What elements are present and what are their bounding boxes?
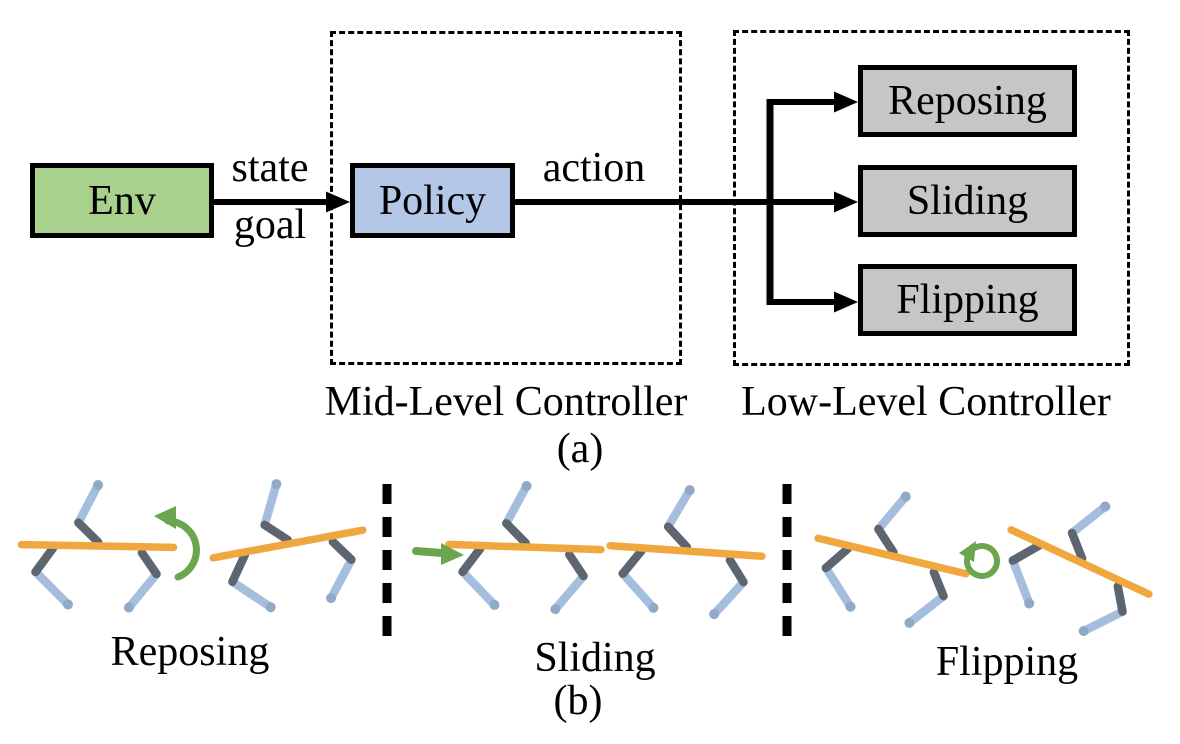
reposing-label: Reposing: [110, 629, 270, 675]
policy-to-skills-arrows: [515, 91, 858, 313]
policy-box: Policy: [350, 163, 515, 238]
mid-level-controller-label: Mid-Level Controller: [324, 379, 688, 425]
reposing-illustration: [20, 465, 374, 622]
flip-ccw-circular-arrow-icon: [959, 541, 1000, 579]
low-level-controller-group-box: [733, 30, 1130, 366]
gripper-figure: [983, 470, 1177, 654]
gripper-figure: [201, 465, 375, 622]
slide-right-straight-arrow-icon: [412, 543, 464, 565]
rotate-ccw-curved-arrow-icon: [154, 506, 200, 581]
skill-box-sliding: Sliding: [858, 165, 1077, 237]
flipping-illustration: [803, 470, 1177, 654]
panel-a-caption: (a): [556, 426, 604, 472]
sliding-illustration: [412, 478, 767, 622]
gripper-figure: [20, 479, 174, 614]
skill-box-reposing: Reposing: [858, 65, 1077, 137]
sliding-label: Sliding: [534, 635, 656, 681]
env-box: Env: [30, 163, 214, 238]
skill-box-flipping: Flipping: [858, 264, 1077, 336]
gripper-figure: [447, 478, 604, 615]
goal-arrow-label: goal: [233, 202, 307, 248]
mid-level-controller-group-box: [330, 31, 682, 365]
gripper-figure: [803, 474, 982, 638]
panel-b-caption: (b): [553, 678, 603, 724]
low-level-controller-label: Low-Level Controller: [741, 379, 1111, 425]
flipping-label: Flipping: [935, 639, 1079, 685]
state-arrow-label: state: [231, 145, 309, 191]
gripper-figure: [606, 480, 767, 622]
action-arrow-label: action: [542, 145, 646, 191]
